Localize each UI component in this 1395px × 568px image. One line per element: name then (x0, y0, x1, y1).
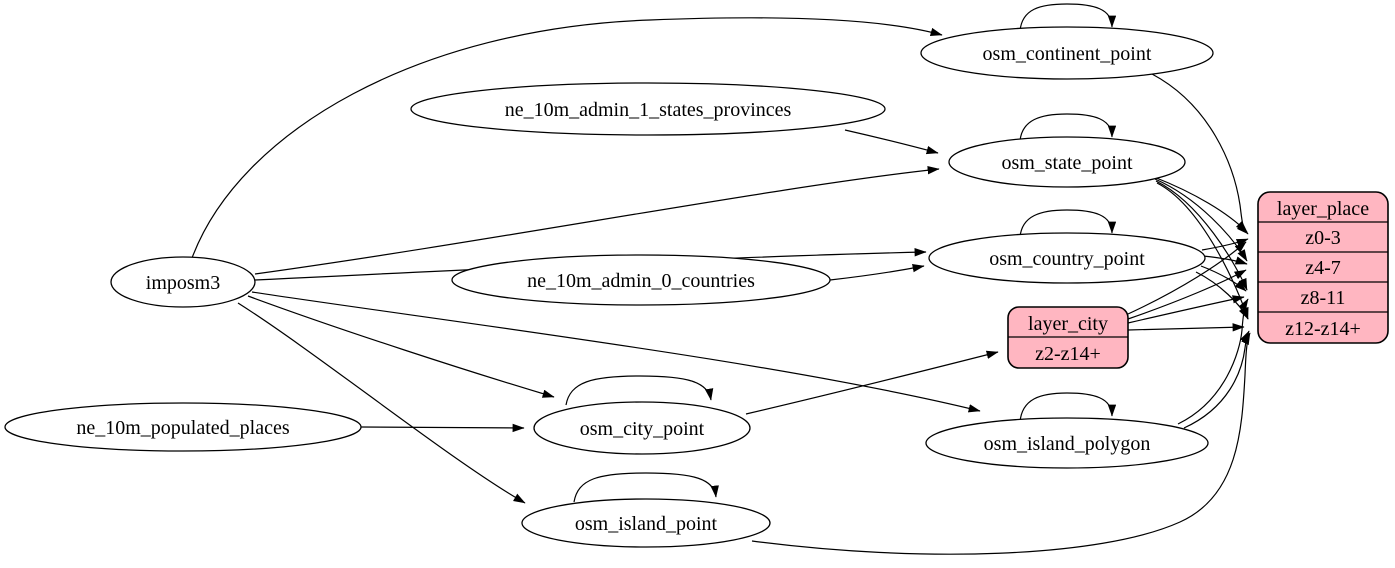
node-osm_state_point: osm_state_point (948, 136, 1186, 188)
layer_place-row-z4-7: z4-7 (1305, 257, 1341, 279)
node-osm_continent_point: osm_continent_point (920, 26, 1214, 80)
layer_city-title: layer_city (1028, 313, 1108, 335)
ne_10m_admin_1_states_provinces-label: ne_10m_admin_1_states_provinces (505, 99, 792, 121)
edge-imposm3-osm_state_point (254, 166, 940, 275)
node-ne_10m_populated_places: ne_10m_populated_places (4, 402, 362, 452)
edge-osm_state_point-layer_place-z8-11 (1155, 180, 1248, 291)
edge-osm_island_point-layer_place-z12-z14 (751, 332, 1251, 555)
self-loop-osm_state_point (1019, 113, 1117, 142)
self-loop-osm_island_point (573, 472, 719, 503)
record-layer_city: layer_city z2-z14+ (1007, 306, 1129, 369)
edge-osm_city_point-layer_city (745, 350, 999, 415)
ne_10m_admin_0_countries-shape (451, 254, 831, 306)
osm_island_point-shape (521, 498, 771, 548)
node-imposm3: imposm3 (110, 256, 256, 308)
edge-imposm3-osm_island_point (237, 302, 526, 504)
node-osm_island_polygon: osm_island_polygon (925, 417, 1209, 469)
edge-imposm3-osm_continent_point (191, 17, 943, 259)
edge-osm_country_point-layer_place-z4-7 (1202, 255, 1248, 265)
node-osm_country_point: osm_country_point (928, 232, 1206, 284)
osm_country_point-shape (928, 232, 1206, 284)
edge-layer_city-layer_place-z12-z14 (1127, 323, 1245, 332)
edge-ne_10m_admin_0_countries-osm_country_point (829, 264, 925, 281)
node-ne_10m_admin_0_countries: ne_10m_admin_0_countries (451, 254, 831, 306)
edge-imposm3-osm_city_point (247, 295, 555, 398)
node-osm_island_point: osm_island_point (521, 498, 771, 548)
self-loop-osm_continent_point (1019, 3, 1117, 32)
osm_city_point-shape (533, 401, 751, 455)
edge-imposm3-osm_island_polygon (251, 291, 981, 413)
edge-ne_10m_admin_1_states_provinces-osm_state_point (844, 129, 939, 155)
record-layer_place: layer_place z0-3 z4-7 z8-11 z12-z14+ (1257, 191, 1389, 344)
ne_10m_populated_places-shape (4, 402, 362, 452)
edge-layer_city-layer_place-z4-7 (1127, 269, 1247, 320)
edge-osm_state_point-layer_place-z12-z14 (1156, 182, 1249, 320)
imposm3-label: imposm3 (146, 272, 220, 294)
layer_place-title: layer_place (1277, 198, 1369, 220)
ne_10m_admin_1_states_provinces-shape (410, 82, 886, 136)
edge-ne_10m_populated_places-osm_city_point (360, 423, 525, 433)
layer_place-row-z12-z14: z12-z14+ (1285, 318, 1361, 340)
node-osm_city_point: osm_city_point (533, 401, 751, 455)
edge-layer_city-layer_place-z0-3 (1127, 241, 1247, 315)
osm_island_polygon-label: osm_island_polygon (984, 433, 1151, 455)
edge-osm_country_point-layer_place-z8-11 (1200, 265, 1247, 292)
ne_10m_admin_0_countries-label: ne_10m_admin_0_countries (527, 270, 755, 292)
osm_state_point-label: osm_state_point (1001, 152, 1133, 174)
edge-osm_state_point-layer_place-z0-3 (1153, 176, 1248, 233)
layer_place-row-z8-11: z8-11 (1301, 287, 1346, 309)
osm_city_point-label: osm_city_point (580, 418, 705, 440)
node-ne_10m_admin_1_states_provinces: ne_10m_admin_1_states_provinces (410, 82, 886, 136)
layer_place-shape (1257, 191, 1389, 344)
edge-osm_state_point-layer_place-z4-7 (1154, 178, 1248, 262)
self-loop-osm_city_point (565, 375, 714, 406)
ne_10m_populated_places-label: ne_10m_populated_places (76, 417, 289, 439)
osm_state_point-shape (948, 136, 1186, 188)
self-loop-osm_island_polygon (1019, 392, 1117, 423)
edge-osm_country_point-layer_place-z12-z14 (1195, 271, 1249, 320)
osm_continent_point-shape (920, 26, 1214, 80)
edge-layer_city-layer_place-z8-11 (1127, 295, 1245, 324)
layer_city-row-z2-z14: z2-z14+ (1035, 343, 1101, 365)
edge-osm_country_point-layer_place-z0-3 (1201, 238, 1249, 251)
osm_island_polygon-shape (925, 417, 1209, 469)
osm_continent_point-label: osm_continent_point (983, 43, 1152, 65)
osm_island_point-label: osm_island_point (575, 513, 718, 535)
imposm3-shape (110, 256, 256, 308)
osm_country_point-label: osm_country_point (989, 248, 1145, 270)
self-loop-osm_country_point (1019, 209, 1117, 238)
layer_place-row-z0-3: z0-3 (1305, 227, 1341, 249)
